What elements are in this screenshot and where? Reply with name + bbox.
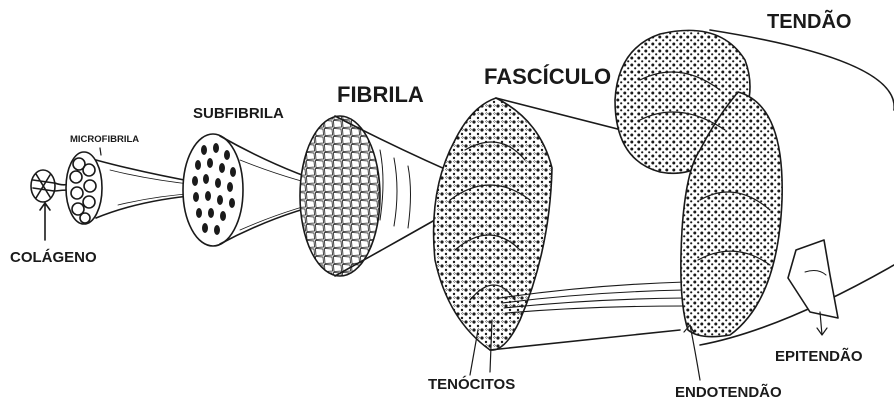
label-microfibril: MICROFIBRILA [70, 135, 139, 145]
tendon-figure [615, 30, 894, 345]
collagen-pointer-arrow [40, 203, 50, 240]
label-fascicle: FASCÍCULO [484, 66, 611, 88]
label-fibril: FIBRILA [337, 84, 424, 106]
collagen-figure [31, 170, 70, 202]
microfibril-pointer [100, 148, 101, 155]
label-tendon: TENDÃO [767, 12, 851, 32]
label-subfibril: SUBFIBRILA [193, 106, 284, 121]
label-endotendon: ENDOTENDÃO [675, 385, 782, 400]
label-collagen: COLÁGENO [10, 250, 97, 265]
label-tenocytes: TENÓCITOS [428, 377, 515, 392]
microfibril-figure [66, 152, 200, 224]
label-epitendon: EPITENDÃO [775, 349, 863, 364]
